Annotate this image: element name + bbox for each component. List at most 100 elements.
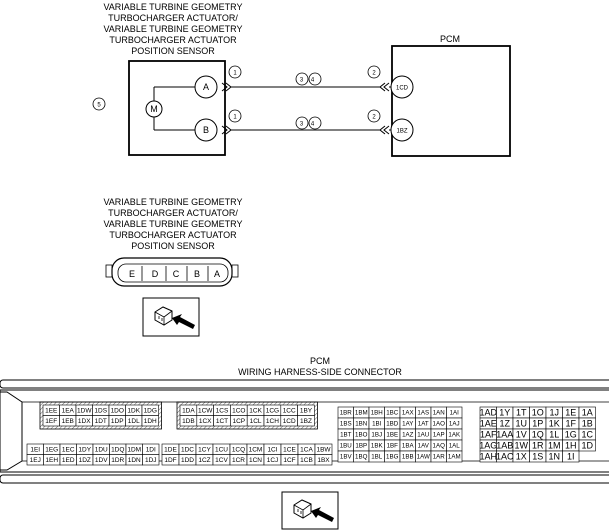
sensor-title-mid: VARIABLE TURBINE GEOMETRY TURBOCHARGER A…: [103, 197, 242, 251]
pcm-pin-label: 1J: [549, 408, 559, 418]
pcm-pin-label: 1AL: [449, 443, 461, 450]
pcm-pin-label: 1CI: [267, 447, 277, 454]
pcm-connector-subtitle: WIRING HARNESS-SIDE CONNECTOR: [238, 367, 402, 377]
svg-text:2: 2: [372, 71, 376, 77]
pcm-pin-label: 1DS: [94, 408, 107, 415]
pcm-pin-label: 1DD: [181, 457, 194, 464]
svg-text:POSITION SENSOR: POSITION SENSOR: [131, 241, 215, 251]
pcm-pin-label: 1DH: [144, 418, 157, 425]
pcm-pin-label: 1BL: [371, 454, 383, 461]
svg-text:1: 1: [233, 71, 237, 77]
pcm-pin-label: 1Z: [499, 419, 510, 429]
pcm-pin-label: 1DV: [95, 457, 108, 464]
pcm-pin-label: 1DJ: [145, 457, 157, 464]
pcm-pin-label: 1DP: [111, 418, 124, 425]
pcm-pin-label: 1AO: [433, 421, 446, 428]
pcm-pin-label: 1AF: [480, 430, 497, 440]
pcm-pin-label: 1AQ: [433, 443, 446, 450]
pcm-pin-label: 1CP: [232, 418, 245, 425]
svg-text:TURBOCHARGER ACTUATOR/: TURBOCHARGER ACTUATOR/: [108, 13, 238, 23]
pcm-pin-label: 1Y: [499, 408, 510, 418]
pcm-pin-label: 1CL: [250, 418, 262, 425]
svg-text:1: 1: [233, 115, 237, 121]
svg-text:3 4: 3 4: [300, 122, 317, 128]
pcm-pin-label: 1BS: [340, 421, 352, 428]
wire-a: [221, 82, 392, 92]
pcm-pin-label: 1DL: [128, 418, 140, 425]
svg-text:A: A: [203, 82, 209, 92]
motor-icon: M: [145, 86, 195, 131]
pcm-pin-cell: [314, 454, 333, 466]
pcm-box: [391, 45, 511, 157]
svg-text:TURBOCHARGER ACTUATOR: TURBOCHARGER ACTUATOR: [109, 230, 237, 240]
pcm-pin-label: 1BM: [355, 410, 368, 417]
pcm-pin-label: 1D: [581, 441, 593, 451]
pcm-pin-cell: [141, 415, 159, 427]
pcm-pin-label: 1DF: [164, 457, 176, 464]
pcm-pin-label: 1DY: [78, 447, 91, 454]
pcm-pin-label: 1CR: [232, 457, 245, 464]
pcm-pin-label: 1CE: [283, 447, 296, 454]
svg-text:VARIABLE TURBINE GEOMETRY: VARIABLE TURBINE GEOMETRY: [103, 24, 242, 34]
pcm-pin-label: 1BT: [340, 432, 352, 439]
pcm-pin-label: 1AT: [418, 421, 429, 428]
pcm-pin-label: 1E: [565, 408, 576, 418]
pcm-pin-label: 1BA: [402, 443, 415, 450]
pcm-pin-label: 1DR: [111, 457, 124, 464]
pcm-pin-label: 1BG: [386, 454, 399, 461]
pcm-pin-label: 1I: [567, 452, 575, 462]
pcm-pin-label: 1DZ: [79, 457, 91, 464]
pcm-pin-label: 1DX: [78, 418, 91, 425]
pcm-pin-label: 1BJ: [371, 432, 382, 439]
svg-text:TURBOCHARGER ACTUATOR/: TURBOCHARGER ACTUATOR/: [108, 208, 238, 218]
pcm-pin-label: 1K: [549, 419, 560, 429]
pcm-pin-label: 1BX: [317, 457, 330, 464]
svg-text:2: 2: [372, 115, 376, 121]
pcm-pin-label: 1BZ: [300, 418, 312, 425]
pcm-pin-label: 1CA: [300, 447, 313, 454]
pcm-pin-label: 1AU: [417, 432, 429, 439]
pcm-pin-label: 1BW: [316, 447, 331, 454]
sensor-connector: E D C B A: [105, 257, 239, 287]
pcm-pin-label: 1BD: [386, 421, 399, 428]
pcm-pin-label: 1AV: [418, 443, 430, 450]
pcm-pin-label: 1T: [516, 408, 527, 418]
pcm-pin-label: 1ED: [62, 457, 75, 464]
pcm-pin-label: 1DI: [146, 447, 156, 454]
pcm-pin-label: 1CQ: [232, 447, 245, 454]
pcm-pin-label: 1CF: [283, 457, 295, 464]
pcm-pin-label: 1DT: [95, 418, 107, 425]
pcm-pin-label: 1BK: [371, 443, 384, 450]
pcm-pin-label: 1AI: [450, 410, 460, 417]
pcm-pin-label: 1CB: [300, 457, 313, 464]
pcm-pin-label: 1H: [565, 441, 577, 451]
svg-text:B: B: [203, 125, 209, 135]
pcm-pin-label: 1BQ: [355, 454, 368, 461]
pcm-pin-label: 1BF: [387, 443, 399, 450]
svg-text:VARIABLE TURBINE GEOMETRY: VARIABLE TURBINE GEOMETRY: [103, 197, 242, 207]
sensor-title-top: VARIABLE TURBINE GEOMETRY TURBOCHARGER A…: [103, 2, 242, 56]
pcm-pin-label: 1BR: [340, 410, 353, 417]
pcm-pin-label: 1DB: [182, 418, 195, 425]
pcm-pin-cell: [446, 450, 463, 463]
pcm-pin-1cd: 1CD: [390, 75, 414, 99]
pcm-pin-label: 1DU: [95, 447, 108, 454]
pcm-pin-label: 1CS: [216, 408, 229, 415]
marker-2-top: 2: [367, 65, 381, 79]
pcm-pin-label: 1AB: [496, 441, 513, 451]
pcm-box-label: PCM: [440, 34, 460, 44]
pcm-pin-label: 1DA: [182, 408, 195, 415]
sensor-box: [128, 60, 226, 156]
pcm-pin-label: 1AG: [479, 441, 497, 451]
pcm-pin-label: 1C: [581, 430, 593, 440]
pcm-pin-label: 1EH: [45, 457, 58, 464]
pcm-pin-label: 1M: [548, 441, 561, 451]
pcm-pin-label: 1CU: [215, 447, 228, 454]
pcm-pin-label: 1DQ: [111, 447, 124, 454]
pcm-pin-label: 1EB: [62, 418, 74, 425]
pcm-pin-label: 1CG: [266, 408, 279, 415]
svg-text:POSITION SENSOR: POSITION SENSOR: [131, 46, 215, 56]
